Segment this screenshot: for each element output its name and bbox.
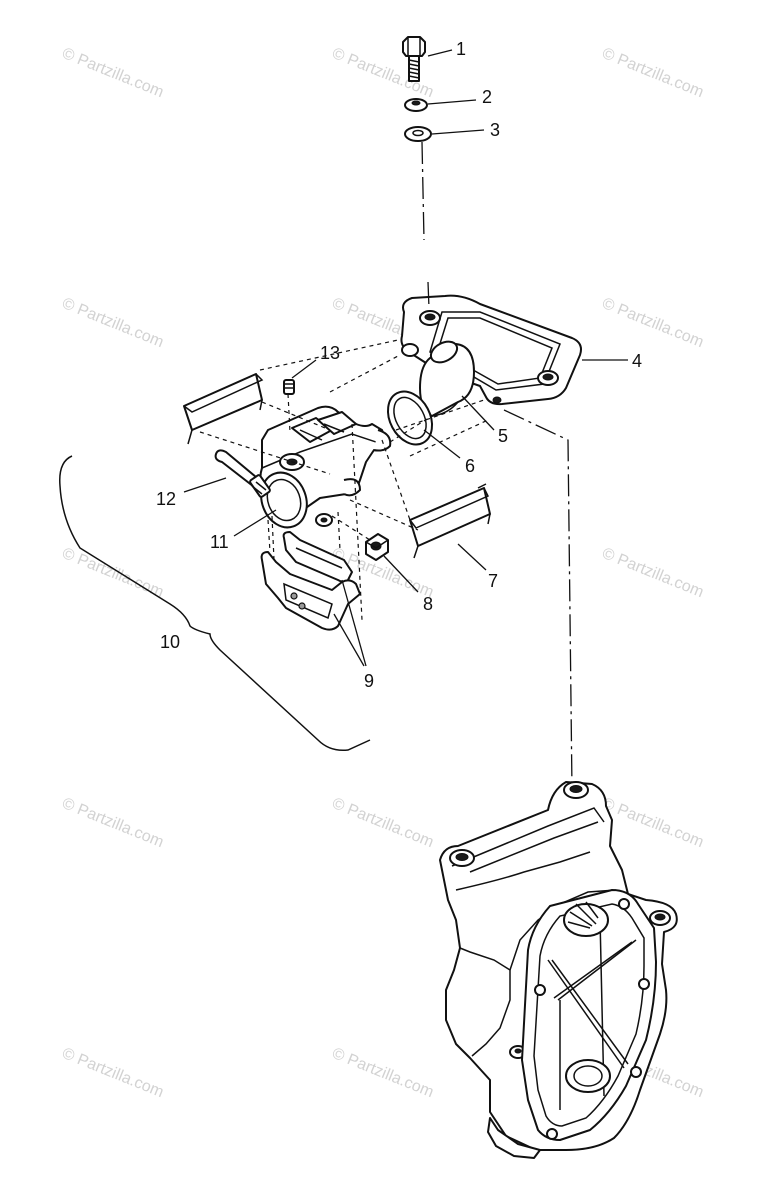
leader-11 bbox=[233, 509, 277, 537]
part-6-seal-ring bbox=[386, 390, 434, 446]
leader-5 bbox=[461, 395, 495, 431]
part-1-bolt bbox=[402, 36, 426, 82]
guide-line bbox=[267, 519, 271, 553]
callout-8: 8 bbox=[423, 594, 434, 614]
callout-12: 12 bbox=[156, 489, 177, 509]
guide-line bbox=[381, 439, 411, 521]
part-12-hose-fitting bbox=[214, 449, 271, 498]
part-7-pad-clip-upper bbox=[183, 373, 264, 445]
part-7-pad-clip-lower bbox=[409, 483, 491, 559]
part-13-bleeder-screw bbox=[283, 379, 295, 395]
leader-9a bbox=[341, 579, 367, 667]
leader-7 bbox=[457, 543, 487, 571]
callout-10: 10 bbox=[160, 632, 181, 652]
leader-8 bbox=[383, 555, 419, 593]
leader-1 bbox=[427, 49, 453, 57]
assembly-bracket-10 bbox=[59, 455, 371, 752]
callout-7: 7 bbox=[488, 571, 499, 591]
leader-3 bbox=[431, 129, 485, 135]
callout-9: 9 bbox=[364, 671, 375, 691]
assembly-axis bbox=[421, 141, 425, 241]
guide-line bbox=[287, 393, 291, 433]
callout-13: 13 bbox=[320, 343, 341, 363]
part-4-caliper-bracket bbox=[400, 294, 582, 406]
guide-line bbox=[337, 511, 341, 551]
callout-4: 4 bbox=[632, 351, 643, 371]
part-3-washer bbox=[404, 126, 432, 142]
part-2-lock-washer bbox=[404, 98, 428, 112]
guide-line bbox=[349, 499, 419, 531]
callout-3: 3 bbox=[490, 120, 501, 140]
guide-line bbox=[199, 431, 331, 475]
drive-housing bbox=[439, 781, 678, 1159]
part-8-bushing bbox=[365, 533, 389, 561]
leader-12 bbox=[183, 477, 227, 493]
leader-9b bbox=[333, 613, 365, 667]
leader-2 bbox=[427, 99, 477, 105]
guide-line bbox=[331, 515, 371, 541]
callout-1: 1 bbox=[456, 39, 467, 59]
part-9-brake-pad-upper bbox=[282, 531, 353, 585]
part-9-brake-pad-lower bbox=[260, 551, 361, 631]
guide-line bbox=[389, 415, 433, 443]
guide-line bbox=[351, 423, 363, 621]
bracket-axis bbox=[427, 281, 430, 309]
callout-11: 11 bbox=[210, 532, 229, 552]
mounting-axis bbox=[503, 409, 573, 791]
callout-2: 2 bbox=[482, 87, 493, 107]
leader-6 bbox=[423, 429, 461, 459]
guide-line bbox=[409, 419, 489, 457]
part-11-caliper-body bbox=[259, 405, 392, 529]
callout-5: 5 bbox=[498, 426, 509, 446]
part-5-piston bbox=[419, 340, 475, 417]
guide-line bbox=[329, 355, 399, 393]
callout-6: 6 bbox=[465, 456, 476, 476]
leader-13 bbox=[291, 359, 317, 379]
